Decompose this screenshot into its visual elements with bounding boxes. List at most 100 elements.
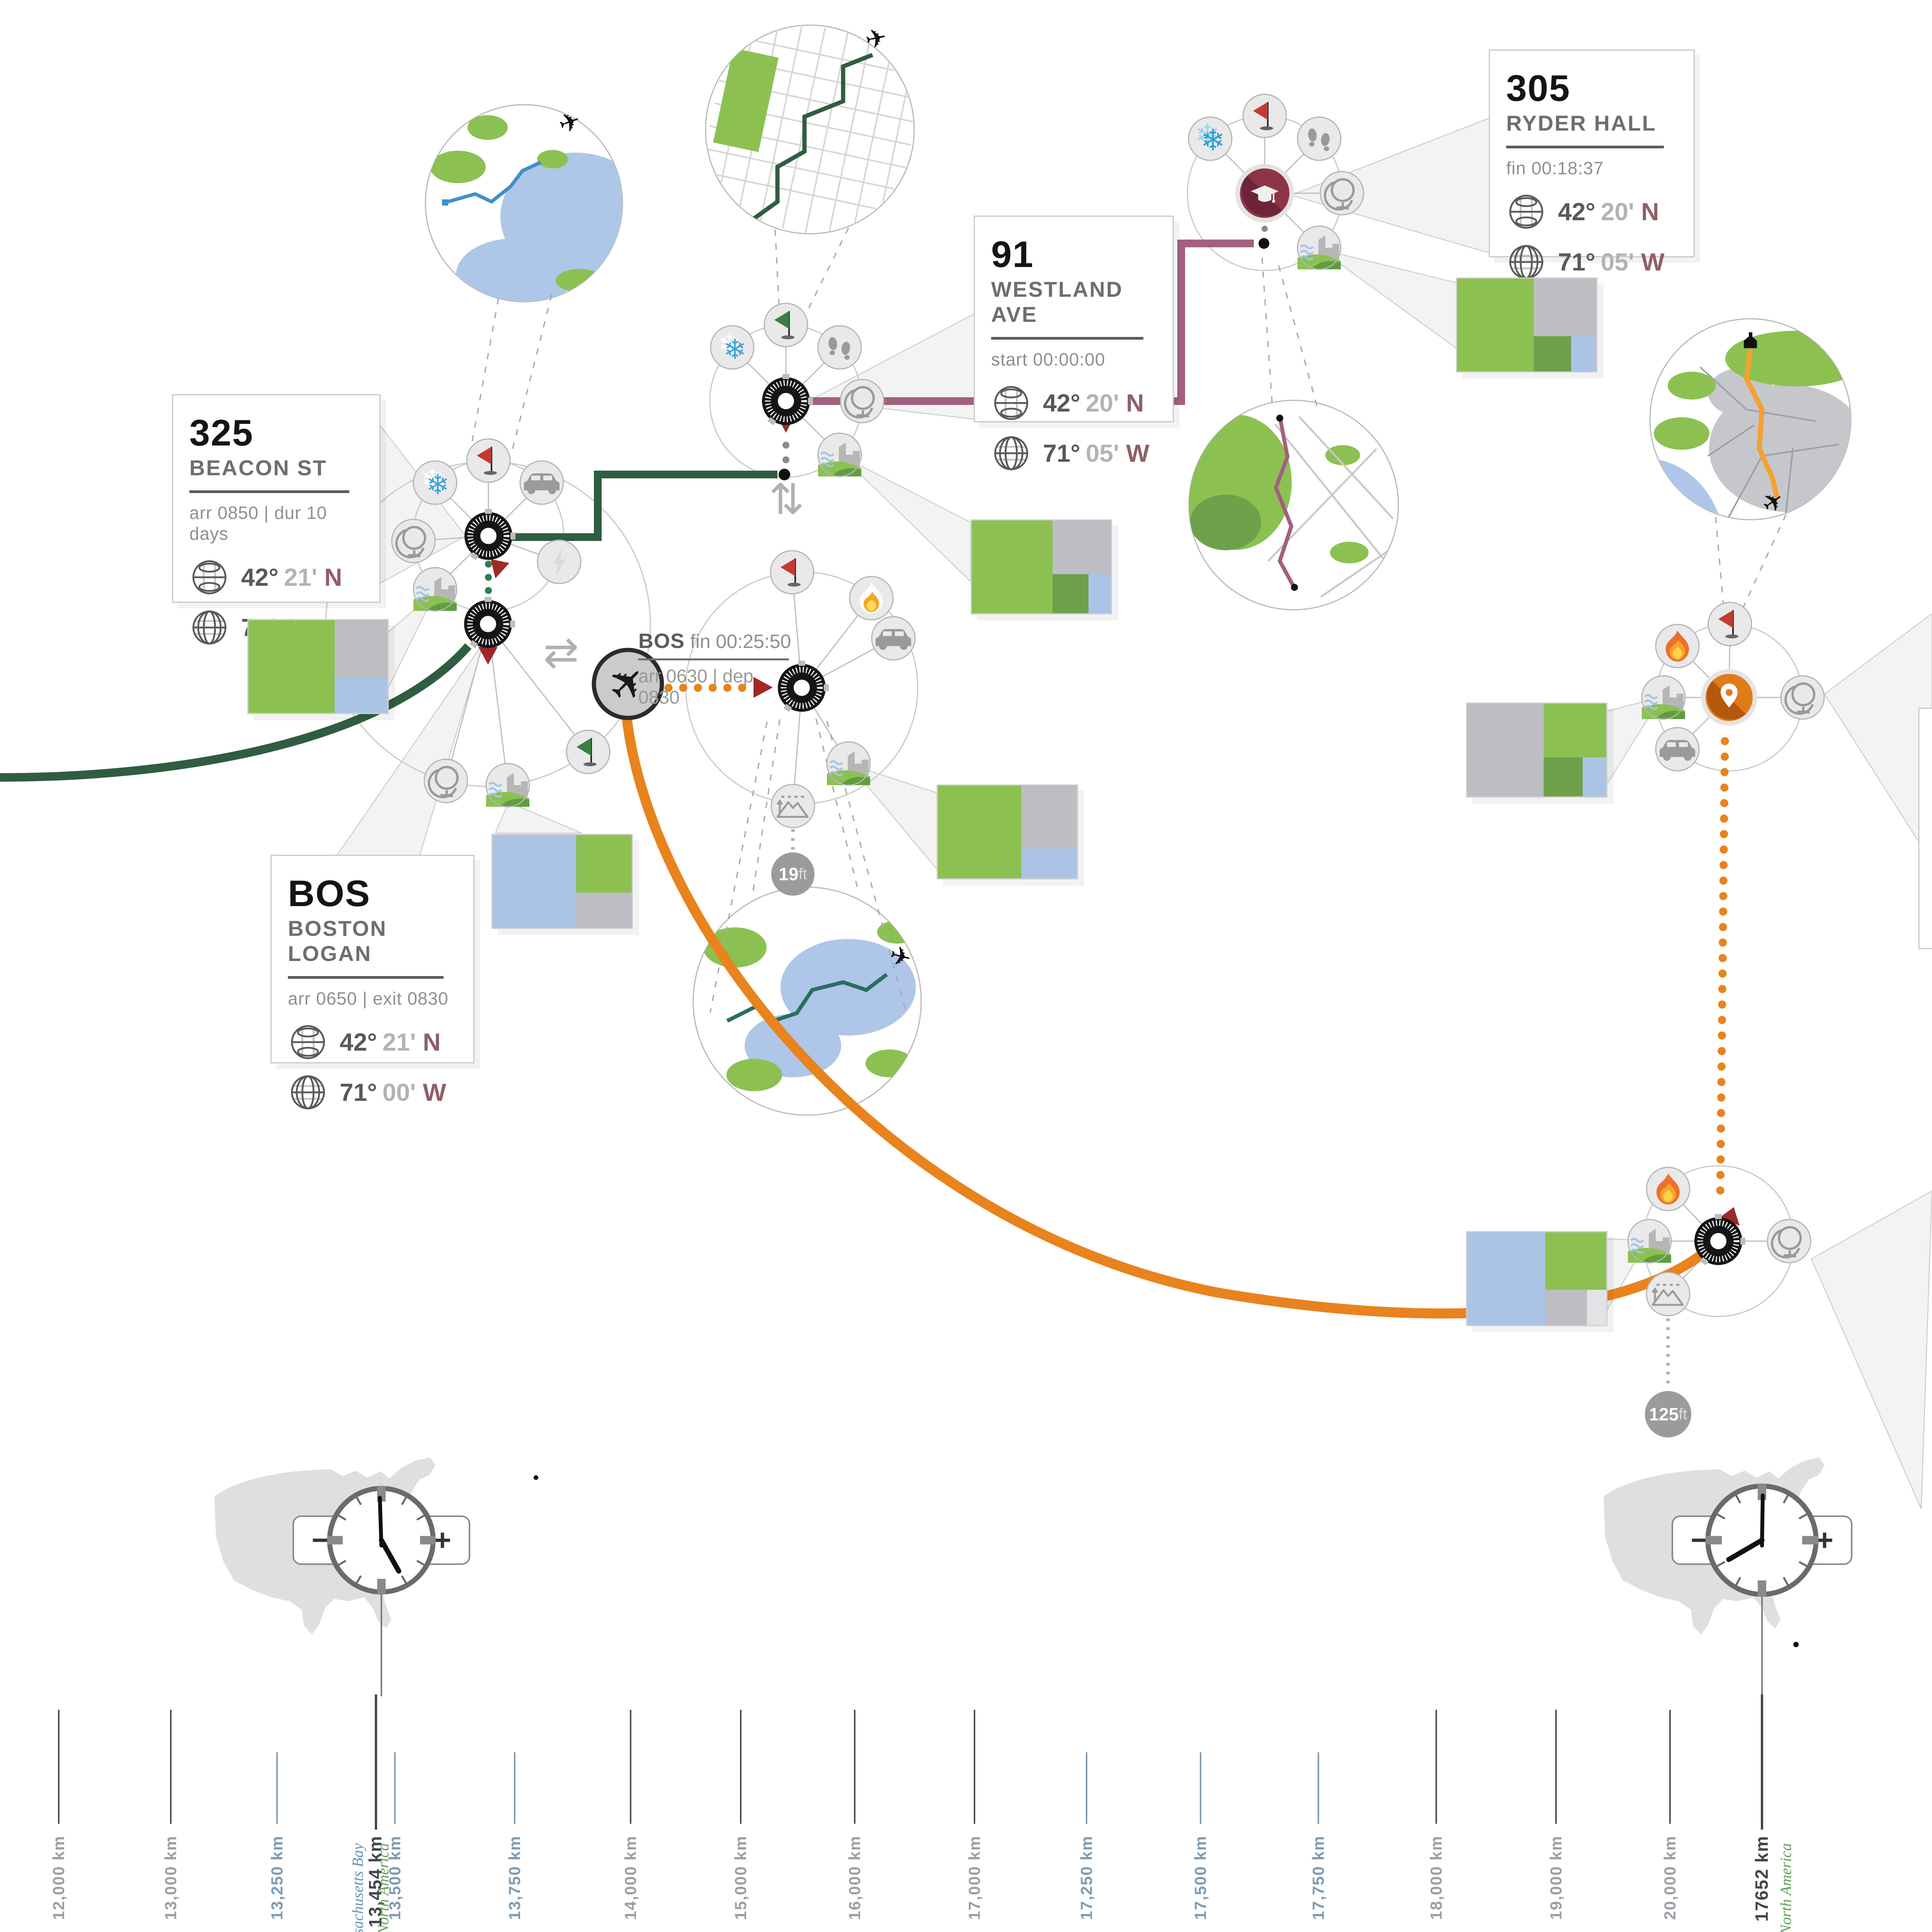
us-map-right	[1604, 1458, 1825, 1647]
longitude-icon	[1509, 245, 1543, 279]
minus-icon: −	[311, 1523, 329, 1557]
satellite-flag	[770, 550, 815, 595]
scale-tick	[276, 1752, 278, 1824]
satellite-landscape	[827, 742, 870, 785]
satellite-footsteps	[1297, 116, 1342, 161]
map-inset-fenway	[1188, 400, 1399, 611]
lat-dir: N	[1126, 389, 1144, 417]
route-green-inbound	[0, 643, 472, 782]
svg-text:❄: ❄	[1195, 119, 1220, 151]
svg-text:❄: ❄	[421, 464, 444, 495]
scale-tick-key	[375, 1694, 377, 1830]
longitude-icon	[291, 1075, 325, 1109]
latitude-row: 42°20'N	[1506, 192, 1677, 232]
card-stub-right	[1918, 707, 1932, 949]
svg-text:❄: ❄	[723, 334, 747, 365]
lat-deg: 42°	[340, 1028, 377, 1056]
lon-deg: 71°	[1558, 248, 1595, 276]
card-name: WESTLAND AVE	[991, 277, 1123, 327]
card-name: BOSTON LOGAN	[288, 916, 387, 966]
swap-vertical-icon: ⇅	[769, 476, 804, 523]
divider	[638, 658, 789, 660]
card-westland-ave: 91 WESTLAND AVE start 00:00:00 42°20'N 7…	[974, 216, 1174, 470]
minus-icon: −	[1690, 1523, 1708, 1557]
latitude-row: 42°21'N	[189, 557, 363, 597]
wedge-card-offright-2	[1811, 1190, 1932, 1509]
satellite-fire	[849, 576, 894, 621]
scale-tick	[740, 1710, 742, 1824]
satellite-car	[519, 460, 564, 505]
map-inset-harbor: ✈	[425, 104, 623, 303]
scale-tick	[630, 1710, 631, 1824]
pointer	[478, 647, 498, 665]
hour-hand	[379, 1537, 401, 1574]
lon-min: 05'	[1085, 439, 1119, 467]
lon-min: 00'	[382, 1078, 416, 1106]
lon-dir: W	[423, 1078, 446, 1106]
satellite-landscape	[413, 568, 457, 611]
satellite-landscape	[1628, 1219, 1671, 1263]
divider	[288, 976, 444, 979]
satellite-globe	[840, 379, 884, 423]
satellite-globe	[391, 519, 436, 563]
scale-label: 15,000 km	[731, 1835, 750, 1920]
longitude-row: 71°05'W	[991, 433, 1156, 473]
lat-dir: N	[324, 563, 342, 591]
scale-label: 17,750 km	[1309, 1835, 1327, 1920]
landcover-mosaic	[1456, 277, 1597, 372]
plus-icon: +	[1816, 1523, 1833, 1557]
scale-tick	[1435, 1710, 1437, 1824]
svg-text:❄: ❄	[718, 329, 741, 360]
satellite-elevation	[770, 784, 815, 828]
satellite-snowflake: ❄❄	[1188, 116, 1233, 161]
lat-deg: 42°	[1043, 389, 1080, 417]
card-meta: arr 0650 | exit 0830	[288, 988, 449, 1009]
region-label: Massachusetts Bay	[349, 1843, 366, 1932]
card-code: 91	[991, 234, 1034, 275]
satellite-globe	[423, 759, 468, 803]
transfer-label: BOS fin 00:25:50 arr 0630 | dep 0830	[638, 629, 793, 708]
longitude-row: 71°05'W	[1506, 242, 1677, 282]
landcover-mosaic	[971, 519, 1112, 614]
latitude-icon	[291, 1025, 325, 1059]
card-name: RYDER HALL	[1506, 111, 1656, 135]
scale-label: 18,000 km	[1427, 1835, 1445, 1920]
scale-label: 16,000 km	[845, 1835, 864, 1920]
scale-label: 20,000 km	[1661, 1835, 1679, 1920]
map-inset-street-grid: ✈	[705, 22, 915, 235]
scale-label: 13,750 km	[505, 1835, 524, 1920]
longitude-icon	[994, 436, 1028, 470]
latitude-row: 42°20'N	[991, 383, 1156, 423]
plane-marker: ✈	[592, 648, 664, 720]
scale-tick	[1555, 1710, 1557, 1824]
region-label: North America	[1777, 1843, 1794, 1932]
satellite-flag-green	[764, 303, 808, 347]
minute-hand	[378, 1496, 383, 1548]
latitude-icon	[192, 560, 226, 594]
scale-label: 17,500 km	[1191, 1835, 1209, 1920]
card-ryder-hall: 305 RYDER HALL fin 00:18:37 42°20'N 71°0…	[1489, 49, 1695, 279]
svg-text:❄: ❄	[426, 469, 449, 500]
satellite-flag	[466, 438, 511, 483]
elevation-unit: ft	[1679, 1405, 1687, 1423]
transfer-fin: fin 00:25:50	[690, 631, 791, 652]
lon-dir: W	[1126, 439, 1150, 467]
satellite-elevation	[1646, 1272, 1690, 1316]
scale-tick	[58, 1710, 60, 1824]
wedge-mosaic-4	[495, 801, 582, 834]
svg-text:❄: ❄	[1201, 124, 1225, 157]
map-inset-boston: ✈	[692, 886, 922, 1116]
card-beacon-st: 325 BEACON ST arr 0850 | dur 10 days 42°…	[172, 394, 381, 645]
node-pin	[1701, 669, 1757, 726]
satellite-flag-green	[566, 730, 611, 774]
hour-hand	[1726, 1537, 1765, 1562]
minute-hand	[1760, 1493, 1765, 1548]
node-logan-dial	[464, 597, 515, 648]
swap-horizontal-icon: ⇄	[543, 629, 579, 676]
region-label: North America	[374, 1843, 392, 1932]
lat-min: 21'	[382, 1028, 416, 1056]
divider	[189, 490, 349, 493]
lat-deg: 42°	[1558, 197, 1595, 226]
satellite-snowflake: ❄❄	[413, 460, 457, 505]
